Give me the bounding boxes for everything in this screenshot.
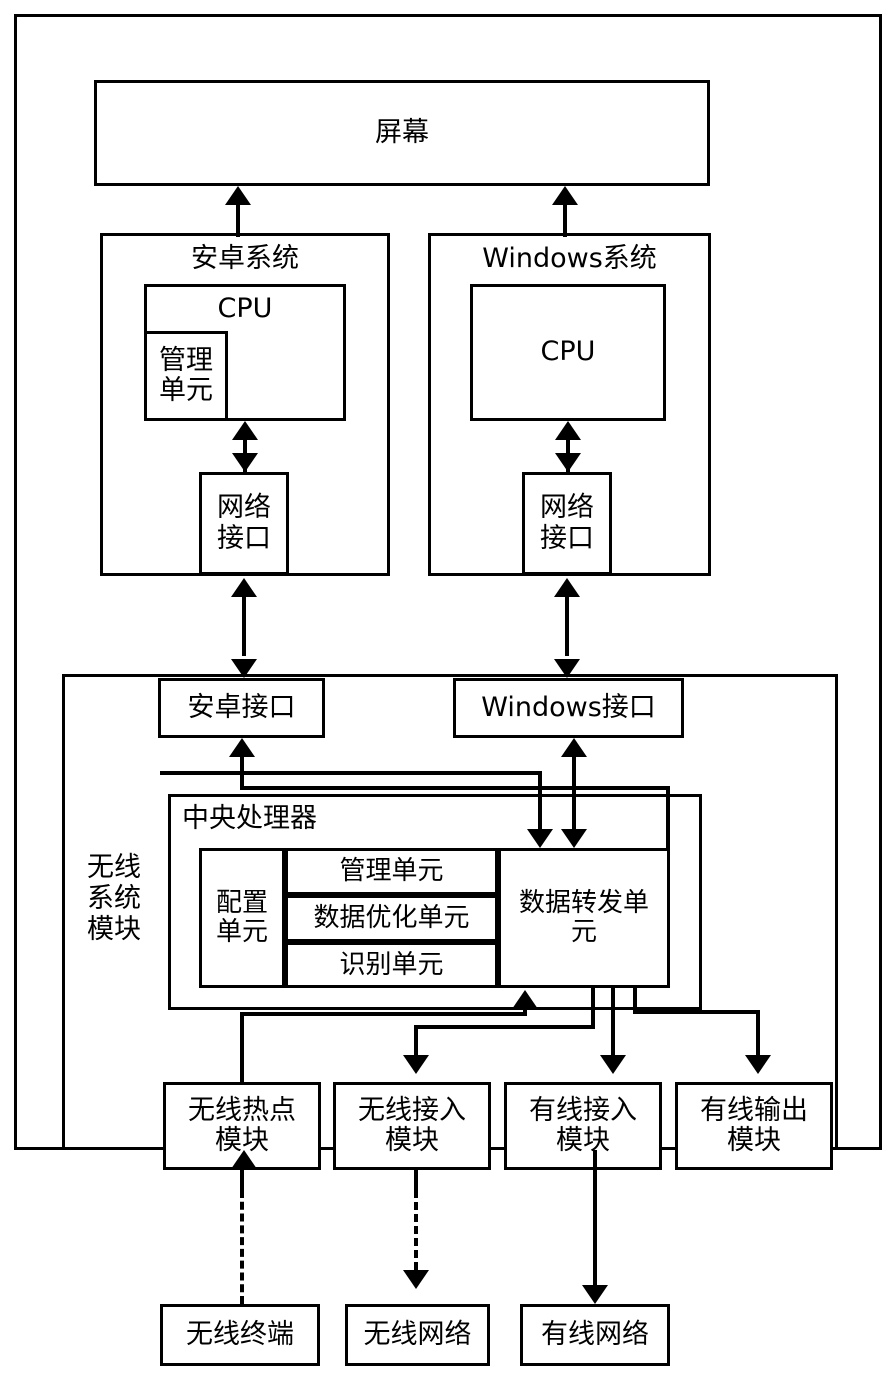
dashed-link-terminal-to-hotspot xyxy=(240,1190,244,1304)
arrowhead-up-android-ni-module xyxy=(231,578,257,597)
screen-box[interactable]: 屏幕 xyxy=(94,80,710,186)
arrowhead-down-android-interface-df xyxy=(527,829,553,848)
windows-network-interface-box[interactable]: 网络接口 xyxy=(522,472,612,575)
route-df-to-wired-access-v xyxy=(611,988,615,1056)
wired-network-label: 有线网络 xyxy=(541,1318,649,1350)
arrowhead-up-df-from-hotspot xyxy=(512,990,538,1009)
config-unit-label: 配置单元 xyxy=(215,888,268,947)
arrowhead-up-windows-ni-cpu xyxy=(555,421,581,440)
arrowhead-down-wired-output xyxy=(745,1055,771,1074)
connector-windows-ni-to-cpu xyxy=(566,430,570,472)
windows-cpu-label: CPU xyxy=(540,336,596,368)
route-df-to-wireless-access-v1 xyxy=(591,988,595,1025)
windows-network-interface-label: 网络接口 xyxy=(540,492,594,554)
android-system-label: 安卓系统 xyxy=(191,243,299,274)
central-processor-box[interactable] xyxy=(168,794,702,1010)
connector-android-to-screen xyxy=(236,205,240,237)
route-df-to-wireless-access-h xyxy=(414,1025,595,1029)
android-management-unit-box[interactable]: 管理单元 xyxy=(144,331,228,421)
dashed-link-wireless-access-to-network xyxy=(414,1190,418,1270)
connector-windows-to-screen xyxy=(563,205,567,237)
arrowhead-down-wireless-access xyxy=(403,1055,429,1074)
stub-hotspot-dash xyxy=(240,1170,244,1192)
config-unit-box[interactable]: 配置单元 xyxy=(199,848,285,988)
wireless-network-label: 无线网络 xyxy=(363,1318,472,1350)
wireless-system-module-side-text: 无线系统模块 xyxy=(87,852,141,946)
android-network-interface-label: 网络接口 xyxy=(217,492,271,554)
route-android-interface-to-df-h xyxy=(160,771,542,775)
android-interface-box[interactable]: 安卓接口 xyxy=(158,678,325,738)
wireless-access-module-label: 无线接入模块 xyxy=(358,1094,466,1156)
arrowhead-down-wireless-network xyxy=(403,1270,429,1289)
wired-access-module-label: 有线接入模块 xyxy=(529,1094,637,1156)
central-processor-label: 中央处理器 xyxy=(182,803,317,834)
arrowhead-up-windows-interface xyxy=(561,738,587,757)
wired-network-box[interactable]: 有线网络 xyxy=(520,1304,670,1366)
wireless-access-module-box[interactable]: 无线接入模块 xyxy=(333,1082,491,1170)
route-df-to-wired-output-v1 xyxy=(633,988,637,1010)
stub-wireless-access-dash xyxy=(414,1170,418,1190)
connector-android-ni-to-module xyxy=(242,588,246,656)
windows-system-label: Windows系统 xyxy=(482,243,657,274)
data-forwarding-unit-box[interactable]: 数据转发单元 xyxy=(498,848,670,988)
arrowhead-down-android-cpu-ni xyxy=(232,453,258,472)
route-wired-access-to-network xyxy=(593,1150,597,1286)
arrowhead-up-hotspot-from-terminal xyxy=(231,1150,257,1169)
route-android-interface-to-df-v xyxy=(538,771,542,829)
wireless-system-module-label: 无线系统模块 xyxy=(72,852,156,945)
android-interface-label: 安卓接口 xyxy=(187,691,296,723)
windows-cpu-box[interactable]: CPU xyxy=(470,284,666,421)
windows-interface-box[interactable]: Windows接口 xyxy=(453,678,684,738)
data-optimization-unit-box[interactable]: 数据优化单元 xyxy=(285,895,498,942)
android-management-unit-label: 管理单元 xyxy=(159,344,213,406)
arrowhead-down-windows-interface-df xyxy=(561,829,587,848)
arrowhead-up-android-screen xyxy=(225,186,251,205)
arrowhead-up-windows-ni-module xyxy=(554,578,580,597)
route-df-to-wired-output-h xyxy=(633,1010,760,1014)
wireless-network-box[interactable]: 无线网络 xyxy=(345,1304,490,1366)
arrowhead-down-module-android-ni xyxy=(231,659,257,678)
screen-label: 屏幕 xyxy=(375,116,429,148)
arrowhead-up-android-ni-cpu xyxy=(232,421,258,440)
connector-android-ni-to-cpu xyxy=(243,430,247,472)
route-df-to-wired-output-v2 xyxy=(756,1010,760,1057)
wired-access-module-box[interactable]: 有线接入模块 xyxy=(504,1082,662,1170)
route-df-to-android-interface-h xyxy=(240,786,670,790)
arrowhead-down-windows-cpu-ni xyxy=(555,453,581,472)
recognition-unit-label: 识别单元 xyxy=(339,949,444,980)
arrowhead-down-wired-access xyxy=(600,1055,626,1074)
route-windows-interface-bidi xyxy=(572,757,576,829)
wireless-hotspot-module-label: 无线热点模块 xyxy=(188,1094,296,1156)
route-df-to-android-interface-v xyxy=(666,786,670,848)
wired-output-module-label: 有线输出模块 xyxy=(700,1094,808,1156)
wired-output-module-box[interactable]: 有线输出模块 xyxy=(675,1082,833,1170)
route-hotspot-to-df-v2 xyxy=(523,1008,527,1016)
route-hotspot-to-df-v1 xyxy=(240,1012,244,1082)
android-network-interface-box[interactable]: 网络接口 xyxy=(199,472,289,575)
data-forwarding-unit-label: 数据转发单元 xyxy=(518,888,649,947)
arrowhead-down-module-windows-ni xyxy=(554,659,580,678)
wireless-terminal-label: 无线终端 xyxy=(186,1318,294,1350)
arrowhead-down-wired-network xyxy=(582,1285,608,1304)
arrowhead-up-android-interface xyxy=(229,738,255,757)
android-cpu-label: CPU xyxy=(217,293,273,324)
management-unit-label: 管理单元 xyxy=(339,856,444,887)
data-optimization-unit-label: 数据优化单元 xyxy=(313,903,470,934)
management-unit-box[interactable]: 管理单元 xyxy=(285,848,498,895)
windows-interface-label: Windows接口 xyxy=(481,691,656,723)
wireless-terminal-box[interactable]: 无线终端 xyxy=(160,1304,320,1366)
connector-windows-ni-to-module xyxy=(565,588,569,656)
arrowhead-up-windows-screen xyxy=(552,186,578,205)
route-df-to-wireless-access-v2 xyxy=(414,1025,418,1057)
route-hotspot-to-df-h xyxy=(240,1012,527,1016)
recognition-unit-box[interactable]: 识别单元 xyxy=(285,942,498,988)
